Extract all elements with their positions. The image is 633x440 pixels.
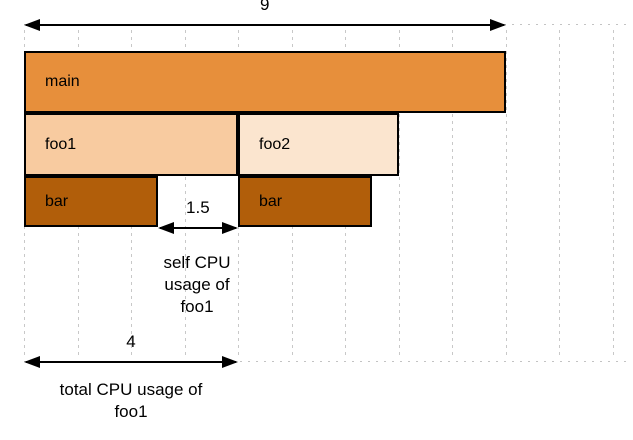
arrow-right-icon [222, 222, 238, 234]
measure-value-total-cpu: 4 [126, 332, 136, 351]
frame-bar-left: bar [24, 176, 158, 227]
frame-label-bar-left: bar [45, 192, 69, 210]
frame-label-foo1: foo1 [45, 135, 77, 153]
measure-value-total-width: 9 [260, 0, 270, 14]
frame-foo2: foo2 [238, 113, 399, 176]
grid-line-vertical [559, 30, 560, 357]
grid-line-vertical [505, 30, 507, 357]
measure-arrow-total-cpu: 4 [24, 332, 238, 370]
frame-bar-right: bar [238, 176, 372, 227]
arrow-shaft [159, 227, 236, 229]
measure-value-self-cpu: 1.5 [186, 198, 210, 217]
grid-line-vertical [452, 30, 453, 357]
grid-line-vertical [184, 30, 186, 357]
measure-arrow-self-cpu: 1.5 [157, 198, 238, 236]
total-cpu-annotation: total CPU usage of foo1 [59, 380, 203, 421]
measure-arrow-total-width: 9 [24, 0, 506, 33]
arrow-right-icon [222, 356, 238, 368]
frame-main: main [24, 51, 506, 113]
frame-label-foo2: foo2 [259, 135, 291, 153]
self-cpu-annotation: self CPU usage of foo1 [163, 253, 231, 316]
dotted-extension-line-bottom [24, 361, 630, 362]
arrow-shaft [26, 24, 504, 26]
arrow-right-icon [489, 19, 506, 31]
frame-foo1: foo1 [24, 113, 238, 176]
arrow-shaft [26, 361, 236, 363]
frame-label-main: main [45, 73, 80, 90]
grid-line-vertical [398, 30, 400, 357]
frame-label-bar-right: bar [259, 192, 283, 210]
grid-line-vertical [612, 30, 614, 357]
